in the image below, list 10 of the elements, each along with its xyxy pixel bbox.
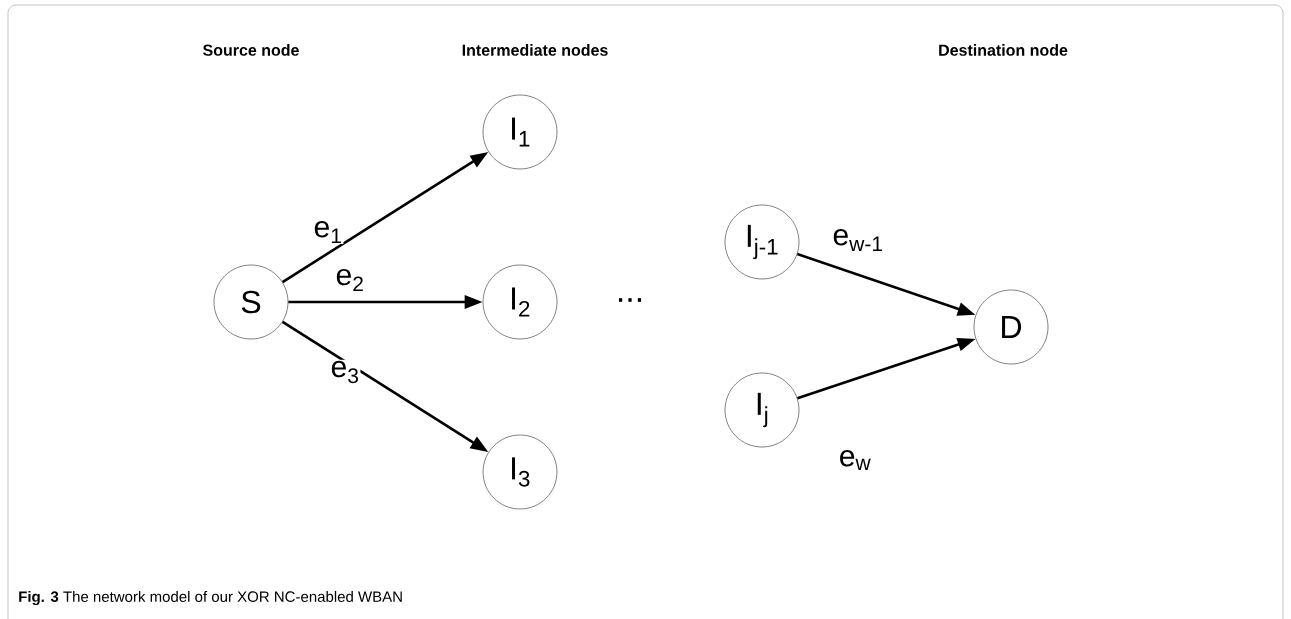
- edge-label: e$_{2}$: [336, 268, 363, 292]
- ellipsis: ...: [618, 298, 642, 302]
- column-heading: Destination node: [939, 44, 1068, 56]
- column-heading: Intermediate nodes: [462, 44, 608, 56]
- edge-label: e$_{3}$: [331, 360, 358, 384]
- edge-label: e$_{w-1}$: [833, 229, 882, 251]
- edge-label: e$_{1}$: [314, 221, 341, 243]
- edge-label: e$_{w}$: [840, 450, 871, 470]
- column-heading: Source node: [203, 44, 299, 56]
- caption: Fig. 3 The network model of our XOR NC-enabled WBAN: [19, 591, 402, 606]
